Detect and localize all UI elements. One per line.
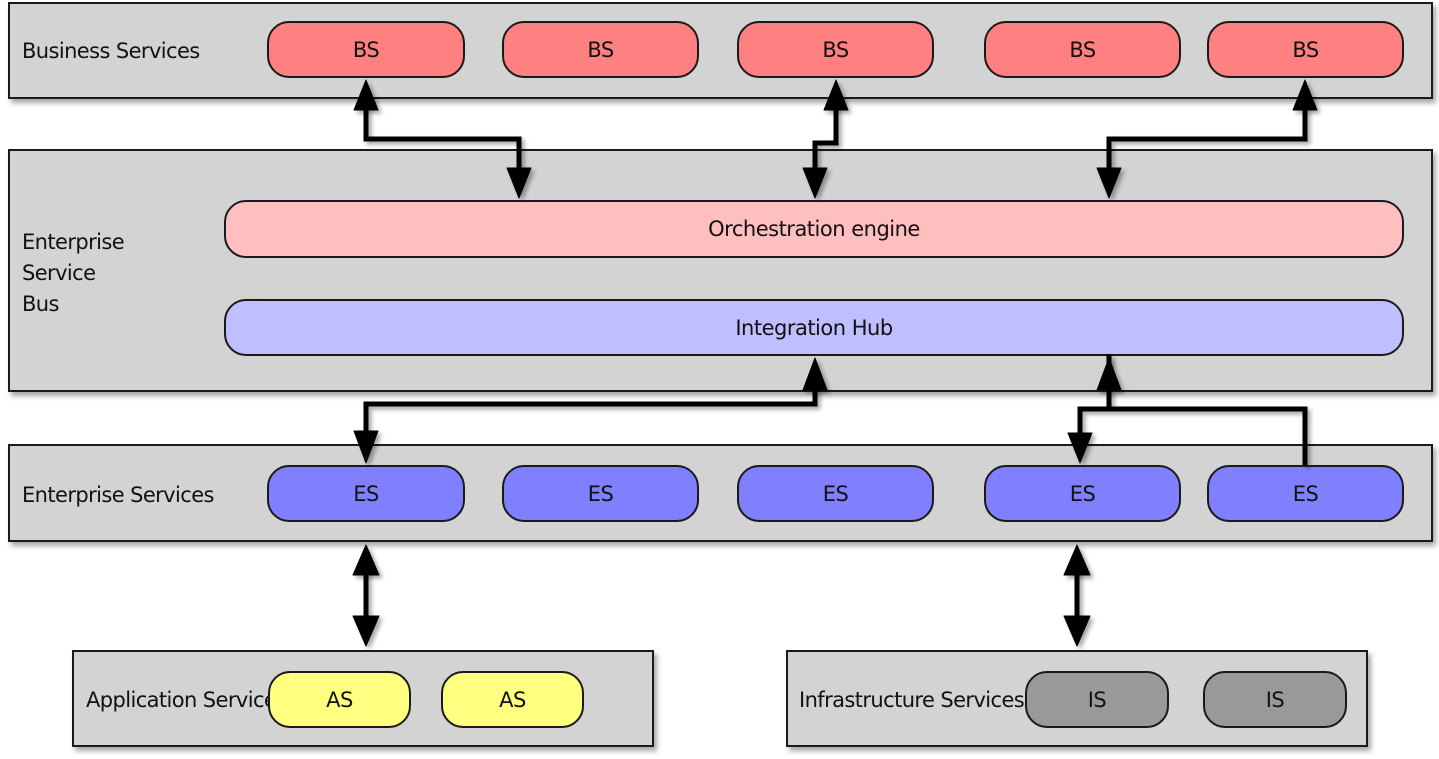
business-service-4[interactable]: BS: [984, 21, 1181, 78]
infrastructure-service-1[interactable]: IS: [1025, 671, 1169, 728]
arrowhead-down-orch-3: [1096, 167, 1122, 199]
enterprise-service-bus-label: Enterprise Service Bus: [22, 230, 125, 316]
arrowhead-up-hub-2: [1096, 357, 1122, 391]
enterprise-service-5[interactable]: ES: [1207, 465, 1404, 522]
arrow-bs3-orchestration: [812, 106, 839, 172]
arrow-hub-es4: [1077, 388, 1112, 436]
arrowhead-down-orch-2: [802, 167, 828, 199]
arrowhead-up-bs1: [353, 79, 379, 111]
infrastructure-services-label: Infrastructure Services: [799, 688, 1025, 712]
enterprise-services-label: Enterprise Services: [22, 483, 214, 507]
enterprise-service-3[interactable]: ES: [737, 465, 934, 522]
business-service-2[interactable]: BS: [502, 21, 699, 78]
business-service-1[interactable]: BS: [267, 21, 465, 78]
arrowhead-up-es4-is: [1063, 544, 1091, 576]
application-service-2[interactable]: AS: [441, 671, 584, 728]
arrow-hub-es1: [363, 388, 818, 434]
arrowhead-up-hub-1: [802, 357, 828, 391]
orchestration-engine[interactable]: Orchestration engine: [224, 200, 1404, 258]
arrowhead-up-es1-as: [352, 544, 380, 576]
line-hub-es5: [1109, 406, 1308, 465]
infrastructure-service-2[interactable]: IS: [1203, 671, 1347, 728]
business-service-3[interactable]: BS: [737, 21, 934, 78]
business-services-layer: Business Services: [8, 2, 1433, 99]
business-service-5[interactable]: BS: [1207, 21, 1404, 78]
application-service-1[interactable]: AS: [268, 671, 411, 728]
arrowhead-down-orch-1: [506, 167, 532, 199]
business-services-label: Business Services: [22, 39, 200, 63]
arrowhead-up-bs5: [1292, 79, 1318, 111]
arrowhead-down-as: [352, 615, 380, 647]
enterprise-service-2[interactable]: ES: [502, 465, 699, 522]
arrowhead-down-es1: [353, 430, 379, 464]
enterprise-service-1[interactable]: ES: [267, 465, 465, 522]
enterprise-service-4[interactable]: ES: [984, 465, 1181, 522]
arrow-bs5-orchestration: [1106, 106, 1308, 172]
arrowhead-down-es4: [1067, 432, 1093, 464]
integration-hub[interactable]: Integration Hub: [224, 299, 1404, 356]
arrow-bs1-orchestration: [363, 106, 522, 172]
arrowhead-up-bs3: [823, 79, 849, 111]
enterprise-services-layer: Enterprise Services: [8, 444, 1433, 542]
arrowhead-down-is: [1063, 615, 1091, 647]
